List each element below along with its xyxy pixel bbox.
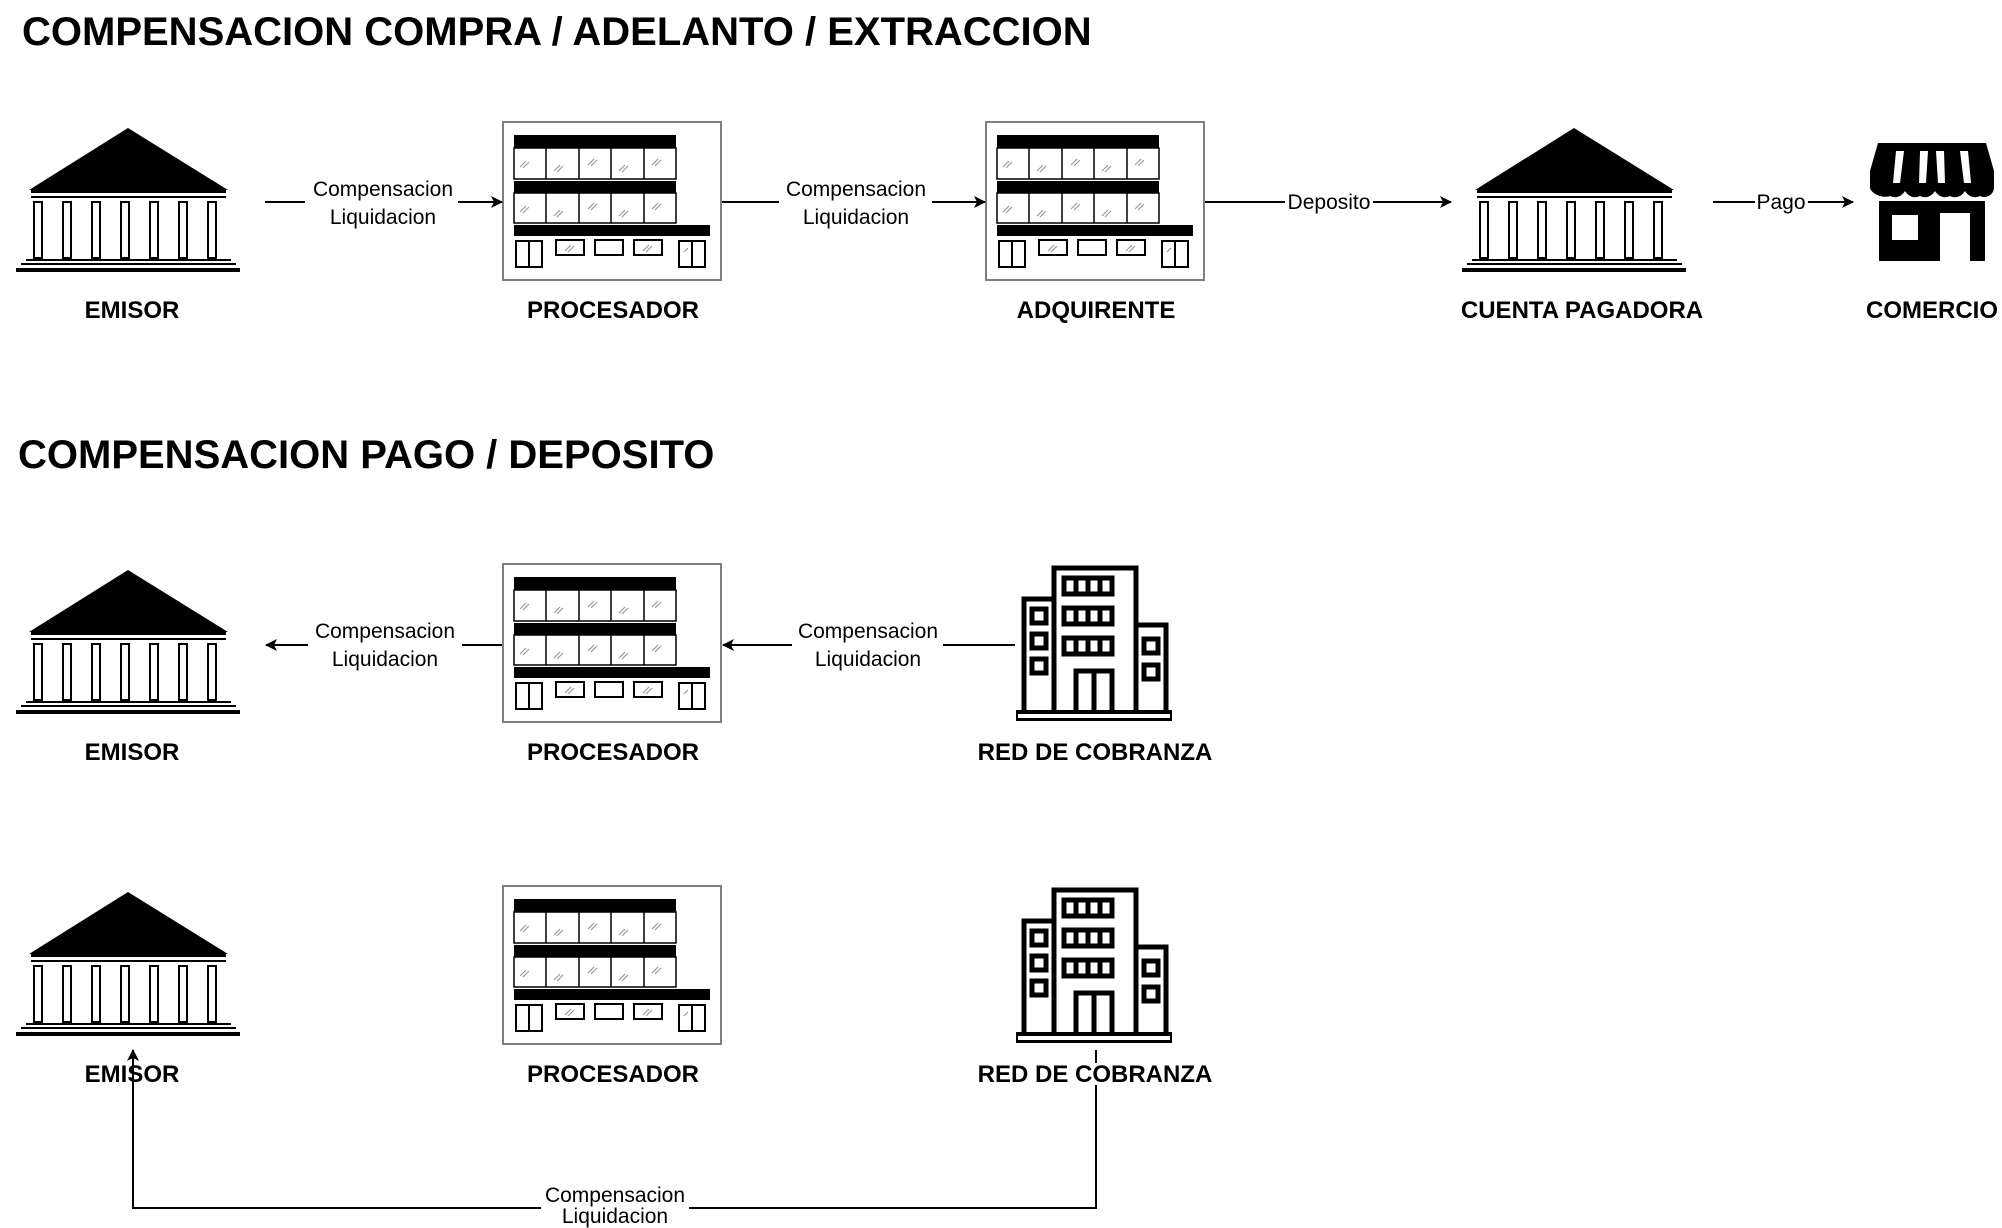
node-label-emisor: EMISOR (85, 739, 180, 766)
office-building-icon (503, 564, 721, 722)
edge-procesador-emisor: Compensacion Liquidacion (265, 620, 502, 671)
section-title-compra: COMPENSACION COMPRA / ADELANTO / EXTRACC… (22, 10, 1092, 54)
office-building-icon (503, 886, 721, 1044)
node-label-procesador: PROCESADOR (527, 739, 699, 766)
edge-label-line1: Compensacion (798, 620, 938, 643)
edge-label-line1: Compensacion (313, 178, 453, 201)
node-label-red-de-cobranza: RED DE COBRANZA (978, 1061, 1213, 1088)
bank-icon (1462, 128, 1686, 272)
node-label-red-de-cobranza: RED DE COBRANZA (978, 739, 1213, 766)
node-label-procesador: PROCESADOR (527, 297, 699, 324)
store-icon (1870, 143, 1994, 261)
edge-red-cobranza-emisor: Compensacion Liquidacion (127, 1049, 1097, 1228)
edge-emisor-procesador: Compensacion Liquidacion (265, 178, 503, 229)
edge-label: Deposito (1288, 191, 1371, 214)
edge-procesador-adquirente: Compensacion Liquidacion (722, 178, 986, 229)
edge-label-line2: Liquidacion (815, 648, 921, 671)
edge-label-line1: Compensacion (315, 620, 455, 643)
city-building-icon (1016, 568, 1172, 720)
edge-cuenta-pagadora-comercio: Pago (1713, 191, 1854, 214)
node-label-cuenta-pagadora: CUENTA PAGADORA (1461, 297, 1703, 324)
edge-label: Pago (1756, 191, 1805, 214)
edge-label-line2: Liquidacion (330, 206, 436, 229)
edge-red-cobranza-procesador: Compensacion Liquidacion (722, 620, 1015, 671)
office-building-icon (503, 122, 721, 280)
node-label-adquirente: ADQUIRENTE (1017, 297, 1176, 324)
office-building-icon (986, 122, 1204, 280)
edge-adquirente-cuenta-pagadora: Deposito (1205, 191, 1452, 214)
bank-icon (16, 892, 240, 1036)
node-label-comercio: COMERCIO (1866, 297, 1998, 324)
city-building-icon (1016, 890, 1172, 1042)
node-label-procesador: PROCESADOR (527, 1061, 699, 1088)
edge-label-line1: Compensacion (786, 178, 926, 201)
edge-label-line2: Liquidacion (332, 648, 438, 671)
bank-icon (16, 128, 240, 272)
section-title-pago: COMPENSACION PAGO / DEPOSITO (18, 433, 714, 477)
edge-label-line2: Liquidacion (803, 206, 909, 229)
bank-icon (16, 570, 240, 714)
edge-label-line2: Liquidacion (562, 1205, 668, 1228)
edge-label-line1: Compensacion (545, 1184, 685, 1207)
node-label-emisor: EMISOR (85, 297, 180, 324)
